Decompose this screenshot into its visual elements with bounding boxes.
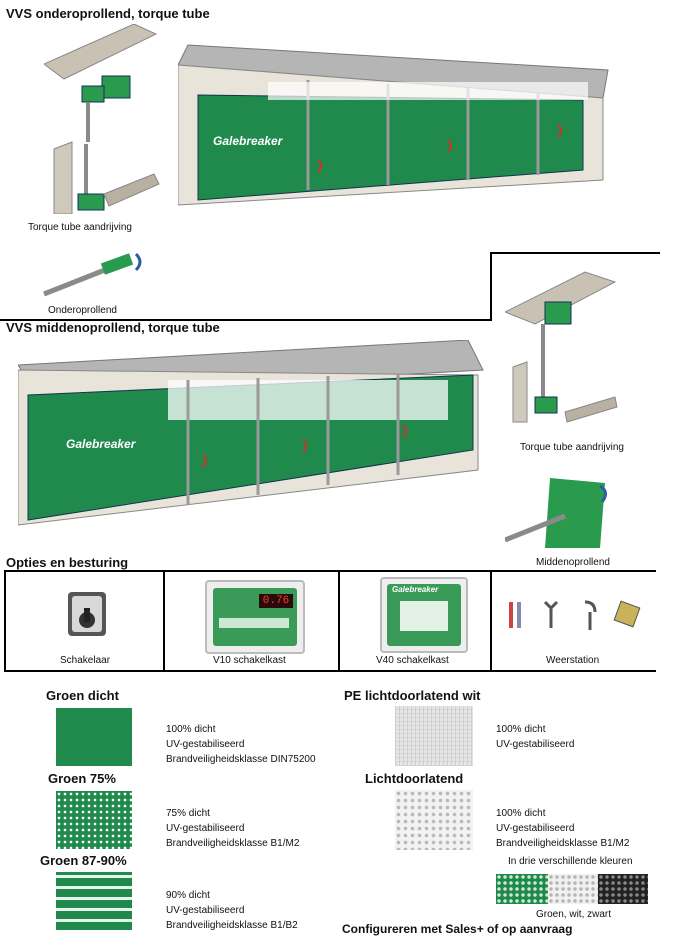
fabric-title-pe-white: PE lichtdoorlatend wit — [344, 688, 481, 703]
switch-illustration — [68, 592, 106, 636]
swatch-green-75 — [56, 791, 132, 849]
swatch-green-87-90 — [56, 872, 132, 930]
fabric-title-green-87-90: Groen 87-90% — [40, 853, 127, 868]
fabric-desc-green-closed: 100% dicht UV-gestabiliseerd Brandveilig… — [166, 724, 316, 765]
fabric-title-green-75: Groen 75% — [48, 771, 116, 786]
swatch-green-closed — [56, 708, 132, 766]
brand-logo-1: Galebreaker — [213, 134, 284, 148]
bottom-roll-illustration — [43, 252, 142, 297]
caption-torque-tube-drive-2: Torque tube aandrijving — [520, 442, 624, 453]
fabric-desc-green-75: 75% dicht UV-gestabiliseerd Brandveiligh… — [166, 808, 300, 849]
section1-title: VVS onderoprollend, torque tube — [6, 6, 210, 21]
v10-display: 0.76 — [259, 594, 293, 608]
building-illustration-bottom-roll: Galebreaker — [178, 44, 609, 206]
brand-logo-2: Galebreaker — [66, 437, 137, 451]
section2-title: VVS middenoprollend, torque tube — [6, 320, 220, 335]
swatch-translucent — [395, 790, 473, 850]
torque-tube-drive-illustration-2 — [505, 271, 618, 423]
fabric-title-translucent: Lichtdoorlatend — [365, 771, 464, 786]
footer-text: Configureren met Sales+ of op aanvraag — [342, 922, 573, 936]
caption-middle-roll: Middenoprollend — [536, 557, 610, 568]
swatch-pe-white — [395, 706, 473, 766]
options-table — [4, 570, 656, 672]
weather-station-illustration — [509, 600, 641, 630]
v40-brand: Galebreaker — [392, 585, 439, 594]
options-title: Opties en besturing — [6, 555, 129, 570]
fabric-title-green-closed: Groen dicht — [46, 688, 119, 703]
caption-bottom-roll: Onderoprollend — [48, 305, 117, 316]
option-label-v40: V40 schakelkast — [376, 655, 449, 666]
v10-control-box: 0.76 — [205, 580, 305, 654]
option-label-switch: Schakelaar — [60, 655, 111, 666]
option-label-v10: V10 schakelkast — [213, 655, 286, 666]
swatch-color-green — [496, 874, 548, 904]
torque-tube-drive-illustration — [44, 24, 160, 214]
swatch-color-black — [598, 874, 648, 904]
building-illustration-middle-roll: Galebreaker — [18, 340, 484, 526]
caption-torque-tube-drive-1: Torque tube aandrijving — [28, 222, 132, 233]
v40-control-box: Galebreaker — [380, 577, 468, 653]
fabric-desc-translucent: 100% dicht UV-gestabiliseerd Brandveilig… — [496, 808, 630, 849]
option-label-weather-station: Weerstation — [546, 655, 600, 666]
fabric-desc-green-87-90: 90% dicht UV-gestabiliseerd Brandveiligh… — [166, 890, 298, 931]
fabric-note-three-colors: In drie verschillende kleuren — [508, 856, 633, 867]
middle-roll-illustration — [505, 478, 607, 548]
swatch-color-white — [548, 874, 598, 904]
fabric-desc-pe-white: 100% dicht UV-gestabiliseerd — [496, 724, 575, 750]
colors-caption: Groen, wit, zwart — [536, 909, 612, 920]
